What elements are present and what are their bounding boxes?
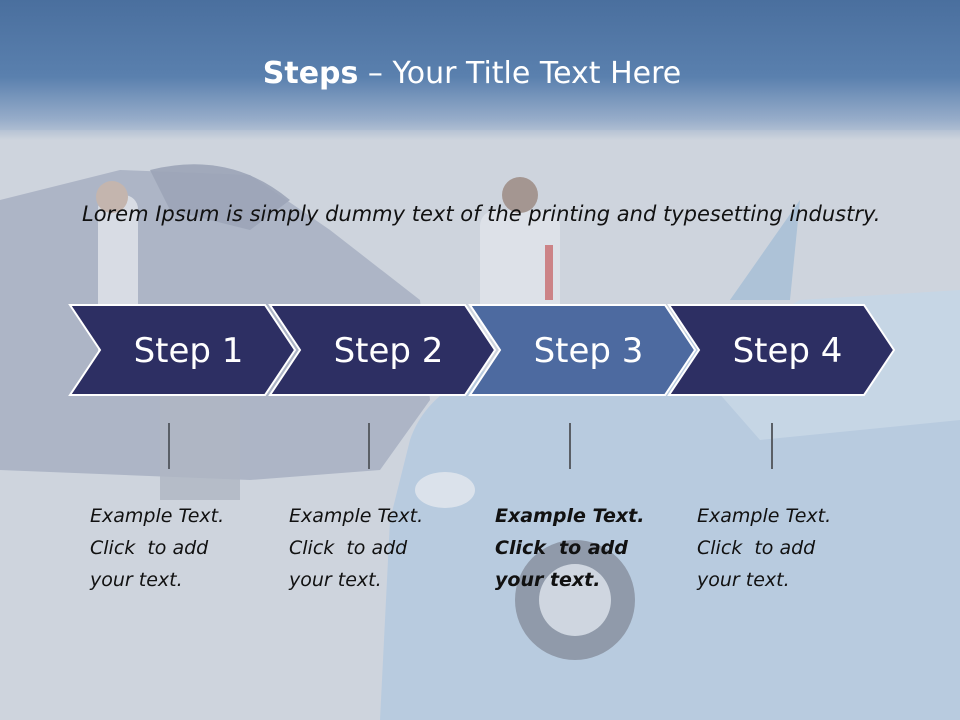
step-note-2[interactable]: Example Text. Click to add your text. — [289, 500, 464, 596]
step-connector-3 — [569, 423, 571, 469]
header-band — [0, 0, 960, 140]
note-line: Click to add — [289, 537, 408, 559]
intro-text[interactable]: Lorem Ipsum is simply dummy text of the … — [82, 202, 881, 226]
step-chevrons: Step 1 Step 2 Step 3 Step 4 — [68, 304, 896, 396]
note-line: Example Text. — [90, 505, 225, 527]
step-label-1: Step 1 — [134, 331, 244, 371]
note-line: Example Text. — [495, 505, 645, 527]
note-line: your text. — [495, 569, 601, 591]
step-chevron-4[interactable] — [667, 304, 896, 396]
step-label-3: Step 3 — [534, 331, 644, 371]
note-line: your text. — [289, 569, 382, 591]
note-line: Example Text. — [289, 505, 424, 527]
slide-title[interactable]: Steps – Your Title Text Here — [0, 56, 944, 91]
title-bold: Steps — [262, 56, 359, 91]
note-line: Example Text. — [697, 505, 832, 527]
step-note-3[interactable]: Example Text. Click to add your text. — [495, 500, 670, 596]
note-line: Click to add — [495, 537, 628, 559]
step-chevron-1[interactable] — [68, 304, 297, 396]
step-connector-4 — [771, 423, 773, 469]
step-connector-1 — [168, 423, 170, 469]
step-note-1[interactable]: Example Text. Click to add your text. — [90, 500, 265, 596]
step-connector-2 — [368, 423, 370, 469]
note-line: Click to add — [697, 537, 816, 559]
step-chevron-2[interactable] — [268, 304, 497, 396]
step-note-4[interactable]: Example Text. Click to add your text. — [697, 500, 872, 596]
title-rest: – Your Title Text Here — [358, 56, 682, 91]
step-label-4: Step 4 — [733, 331, 843, 371]
note-line: your text. — [90, 569, 183, 591]
note-line: Click to add — [90, 537, 209, 559]
step-chevron-3[interactable] — [468, 304, 697, 396]
note-line: your text. — [697, 569, 790, 591]
step-label-2: Step 2 — [334, 331, 444, 371]
